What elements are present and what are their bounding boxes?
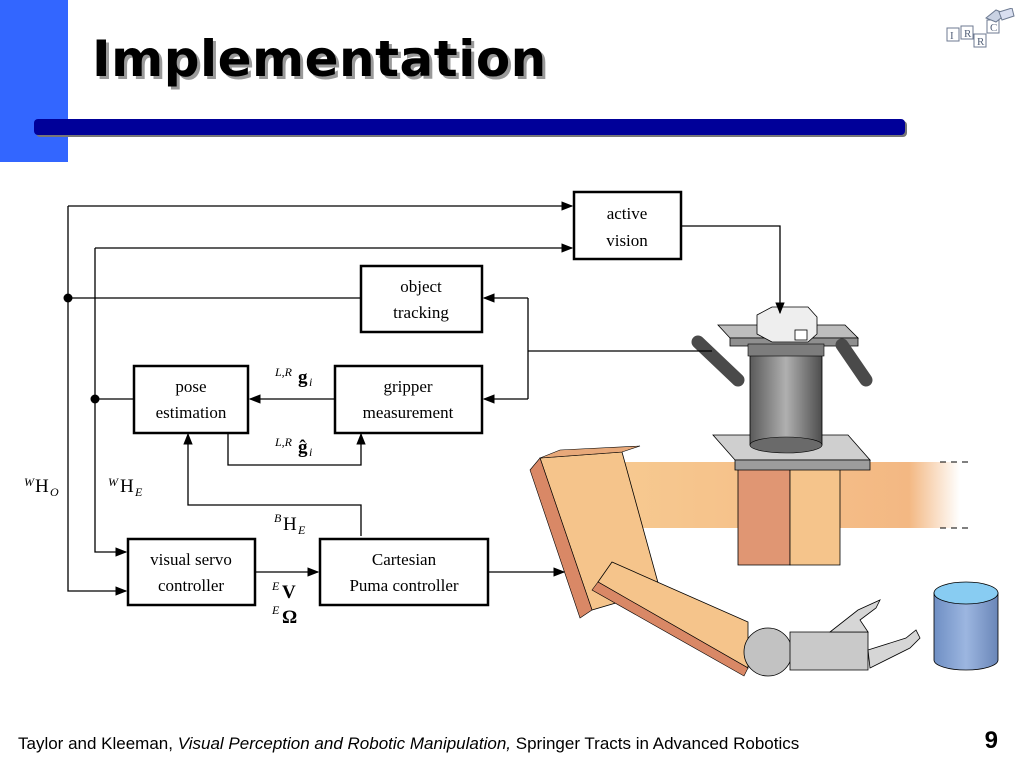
block-gripper-measurement: gripper measurement [333,364,484,435]
label-sup: E [271,603,280,617]
block-label: active [607,204,648,223]
label-base: V [282,582,296,603]
accent-block [0,0,68,162]
label-sup: L,R [274,435,293,449]
block-label: Cartesian [372,550,437,569]
label-base: H [35,476,49,497]
slide-number: 9 [984,727,998,754]
block-object-tracking: object tracking [359,264,484,334]
slide-title: Implementation [92,30,547,88]
footer-citation: Taylor and Kleeman, Visual Perception an… [18,734,799,754]
block-label: measurement [363,403,454,422]
citation-book: Visual Perception and Robotic Manipulati… [177,734,512,753]
label-sub: i [309,445,312,459]
signal-label-whe: W H E [108,475,143,499]
block-label: pose [175,377,206,396]
citation-authors: Taylor and Kleeman, [18,734,173,753]
block-label: Puma controller [349,576,458,595]
label-sup: B [274,511,282,525]
block-pose-estimation: pose estimation [132,364,250,435]
label-base: ĝ [298,437,308,458]
signal-label-eomega: E Ω [271,603,297,628]
label-sup: W [24,475,35,489]
label-sup: L,R [274,365,293,379]
label-sub: E [297,523,306,537]
label-sub: O [50,485,59,499]
label-base: H [283,514,297,535]
block-active-vision: active vision [572,190,683,261]
block-label: visual servo [150,550,232,569]
label-sup: W [108,475,119,489]
label-sub: i [309,375,312,389]
block-label: gripper [383,377,432,396]
control-block-diagram: active vision object tracking pose estim… [24,190,999,677]
label-sup: E [271,579,280,593]
robot-illustration [529,306,999,677]
block-label: controller [158,576,224,595]
signal-label-ev: E V [271,579,296,603]
logo-letter-c: C [990,22,997,34]
block-label: tracking [393,303,449,322]
signal-label-ghat: L,R ĝ i [274,435,312,459]
junction-dot [90,394,100,404]
block-label: object [400,277,442,296]
title-underline [34,119,905,135]
block-cartesian-controller: Cartesian Puma controller [318,537,490,607]
label-base: g [298,367,308,388]
block-label: estimation [156,403,227,422]
signal-label-g: L,R g i [274,365,312,389]
junction-dot [63,293,73,303]
signal-label-who: W H O [24,475,59,499]
signal-lines [67,201,785,596]
logo-letter-r2: R [977,36,985,48]
citation-series: Springer Tracts in Advanced Robotics [515,734,800,753]
logo-letter-r1: R [964,28,972,40]
logo-letter-i: I [950,30,954,42]
signal-label-bhe: B H E [274,511,306,537]
label-base: Ω [282,607,297,628]
irrc-logo: I R R C [946,8,1015,48]
label-sub: E [134,485,143,499]
block-visual-servo-controller: visual servo controller [126,537,257,607]
block-label: vision [606,231,648,250]
label-base: H [120,476,134,497]
